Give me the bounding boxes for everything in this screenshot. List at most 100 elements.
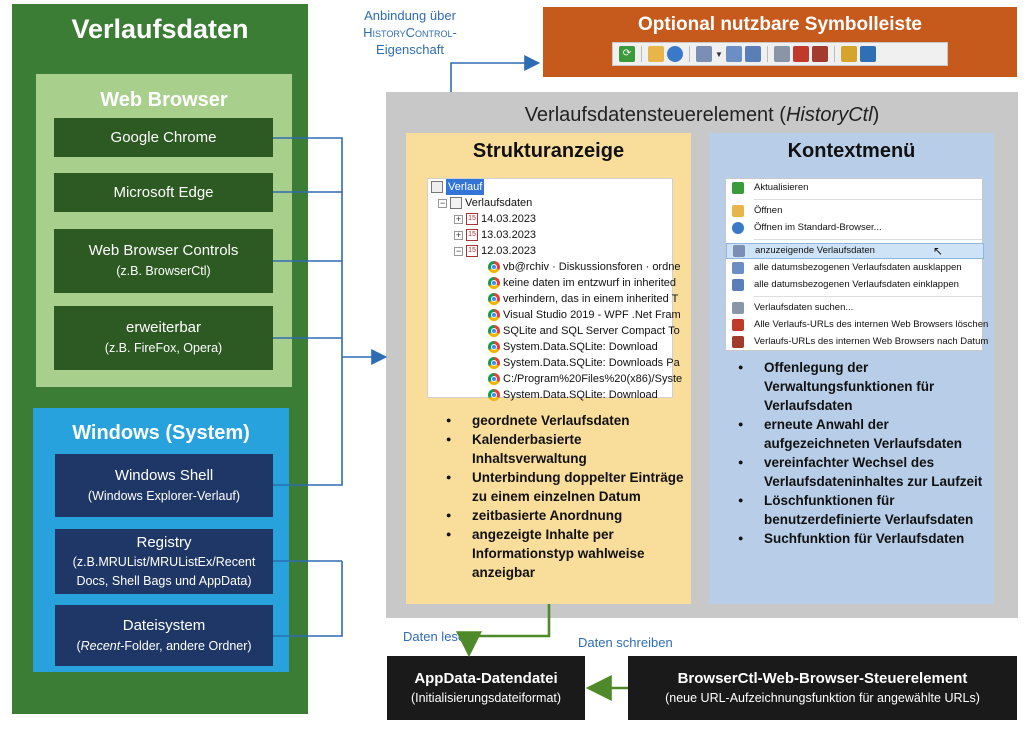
history-control-title: Verlaufsdatensteuerelement (HistoryCtl): [524, 104, 880, 126]
history-folder-icon: [450, 197, 462, 209]
source-label: Web Browser Controls: [88, 242, 239, 259]
chrome-icon: [488, 277, 500, 289]
expand-icon[interactable]: +: [454, 229, 463, 240]
context-feature-item: Offenlegung der Verwaltungsfunktionen fü…: [730, 358, 990, 415]
toolbar-separator: [766, 46, 768, 62]
connector-toolbar-binding: [450, 55, 541, 92]
web-browser-group-title: Web Browser: [100, 89, 228, 111]
toolbar-separator: [689, 46, 690, 62]
tree-feature-item: zeitbasierte Anordnung: [438, 506, 688, 525]
history-view-dropdown-icon[interactable]: [696, 46, 712, 62]
context-feature-item: Löschfunktionen für benutzerdefinierte V…: [730, 491, 990, 529]
context-menu-item[interactable]: Verlaufs-URLs des internen Web Browsers …: [726, 334, 988, 350]
context-menu-item[interactable]: Alle Verlaufs-URLs des internen Web Brow…: [726, 317, 988, 333]
chrome-icon: [488, 325, 500, 337]
tree-view-screenshot: Verlauf − Verlaufsdaten + 15 14.03.2023 …: [427, 178, 682, 401]
tree-url-entry[interactable]: SQLite and SQL Server Compact To: [488, 323, 680, 339]
context-menu-screenshot: Aktualisieren Öffnen Öffnen im Standard-…: [725, 178, 988, 351]
calendar-icon: 15: [466, 229, 478, 241]
chrome-icon: [488, 389, 500, 401]
tree-url-entry[interactable]: System.Data.SQLite: Downloads Pa: [488, 355, 680, 371]
delete-all-urls-icon: [732, 319, 744, 331]
expand-icon[interactable]: +: [454, 213, 463, 224]
tree-feature-item: geordnete Verlaufsdaten: [438, 411, 688, 430]
context-feature-item: Suchfunktion für Verlaufsdaten: [730, 529, 990, 548]
appdata-title: AppData-Datendatei: [414, 670, 558, 687]
source-sublabel: (z.B.MRUList/MRUListEx/Recent Docs, Shel…: [72, 554, 256, 588]
collapse-icon[interactable]: −: [454, 245, 463, 256]
history-icon: [431, 181, 443, 193]
open-folder-icon[interactable]: [648, 46, 664, 62]
about-icon[interactable]: [859, 46, 876, 62]
delete-all-urls-icon[interactable]: [792, 46, 809, 62]
calendar-icon: 15: [466, 213, 478, 225]
tree-date-node[interactable]: + 15 14.03.2023: [454, 213, 537, 225]
delete-urls-by-date-icon: [732, 336, 744, 348]
history-view-icon: [733, 245, 745, 257]
chrome-icon: [488, 341, 500, 353]
context-menu-item-highlighted[interactable]: anzuzeigende Verlaufsdaten↖: [726, 243, 984, 259]
refresh-icon[interactable]: ⟳: [619, 46, 635, 62]
expand-all-icon: [732, 262, 744, 274]
collapse-icon[interactable]: −: [438, 197, 447, 208]
collapse-all-icon[interactable]: [744, 46, 761, 62]
tree-url-entry[interactable]: keine daten im entzwurf in inherited: [488, 275, 676, 291]
calendar-icon: 15: [466, 245, 478, 257]
source-registry: Registry (z.B.MRUList/MRUListEx/Recent D…: [55, 529, 273, 594]
arrow-read-data: [456, 604, 551, 658]
context-menu-item[interactable]: alle datumsbezogenen Verlaufsdaten einkl…: [726, 277, 984, 293]
source-label: erweiterbar: [125, 319, 202, 336]
read-data-label: Daten lesen: [403, 629, 473, 644]
tree-root-node[interactable]: Verlauf: [431, 179, 485, 195]
context-feature-item: vereinfachter Wechsel des Verlaufsdateni…: [730, 453, 990, 491]
browserctl-subtitle: (neue URL-Aufzeichnungsfunktion für ange…: [665, 691, 980, 705]
tree-url-entry[interactable]: Visual Studio 2019 - WPF .Net Fram: [488, 307, 681, 323]
delete-urls-by-date-icon[interactable]: [811, 46, 828, 62]
chevron-down-icon[interactable]: ▼: [715, 49, 723, 59]
source-label: Google Chrome: [110, 128, 217, 146]
tree-url-entry[interactable]: System.Data.SQLite: Download: [488, 387, 658, 403]
context-menu-feature-list: Offenlegung der Verwaltungsfunktionen fü…: [730, 358, 990, 548]
menu-separator: [754, 239, 982, 240]
context-menu-title: Kontextmenü: [787, 140, 916, 162]
source-sublabel: (Recent-Folder, andere Ordner): [76, 638, 252, 653]
connector-chrome: [273, 137, 343, 357]
toolbar-separator: [641, 46, 642, 62]
chrome-icon: [488, 293, 500, 305]
source-extensible: erweiterbar (z.B. FireFox, Opera): [54, 306, 273, 370]
browserctl-title: BrowserCtl-Web-Browser-Steuerelement: [677, 670, 968, 687]
globe-icon: [732, 222, 744, 234]
optional-toolbar-title: Optional nutzbare Symbolleiste: [638, 14, 922, 35]
tree-history-node[interactable]: − Verlaufsdaten: [438, 197, 533, 209]
source-microsoft-edge: Microsoft Edge: [54, 173, 273, 212]
expand-all-icon[interactable]: [725, 46, 742, 62]
tree-date-node[interactable]: − 15 12.03.2023: [454, 245, 537, 257]
browserctl-box: BrowserCtl-Web-Browser-Steuerelement (ne…: [628, 656, 1017, 720]
chrome-icon: [488, 357, 500, 369]
tree-feature-item: angezeigte Inhalte per Informationstyp w…: [438, 525, 688, 582]
context-menu-item[interactable]: Öffnen im Standard-Browser...: [726, 220, 984, 236]
tree-url-entry[interactable]: vb@rchiv · Diskussionsforen · ordne: [488, 259, 680, 275]
history-sources-title: Verlaufsdaten: [71, 14, 249, 44]
write-data-label: Daten schreiben: [578, 635, 673, 650]
tree-url-entry[interactable]: C:/Program%20Files%20(x86)/Syste: [488, 371, 682, 387]
context-menu-item[interactable]: Aktualisieren: [726, 180, 984, 196]
properties-icon[interactable]: [840, 46, 857, 62]
tree-url-entry[interactable]: verhindern, das in einem inherited T: [488, 291, 678, 307]
source-sublabel: (Windows Explorer-Verlauf): [87, 488, 241, 503]
context-menu-item[interactable]: Öffnen: [726, 203, 984, 219]
source-sublabel: (z.B. FireFox, Opera): [104, 341, 223, 355]
menu-separator: [754, 199, 982, 200]
search-history-icon[interactable]: [773, 46, 790, 62]
source-google-chrome: Google Chrome: [54, 118, 273, 157]
context-menu-item[interactable]: alle datumsbezogenen Verlaufsdaten auskl…: [726, 260, 984, 276]
mouse-cursor-icon: ↖: [932, 244, 943, 258]
tree-feature-list: geordnete Verlaufsdaten Kalenderbasierte…: [438, 411, 688, 582]
tree-url-entry[interactable]: System.Data.SQLite: Download: [488, 339, 658, 355]
chrome-icon: [488, 309, 500, 321]
menu-separator: [754, 296, 982, 297]
tree-feature-item: Unterbindung doppelter Einträge zu einem…: [438, 468, 688, 506]
globe-icon[interactable]: [667, 46, 683, 62]
context-menu-item[interactable]: Verlaufsdaten suchen...: [726, 300, 984, 316]
tree-date-node[interactable]: + 15 13.03.2023: [454, 229, 537, 241]
